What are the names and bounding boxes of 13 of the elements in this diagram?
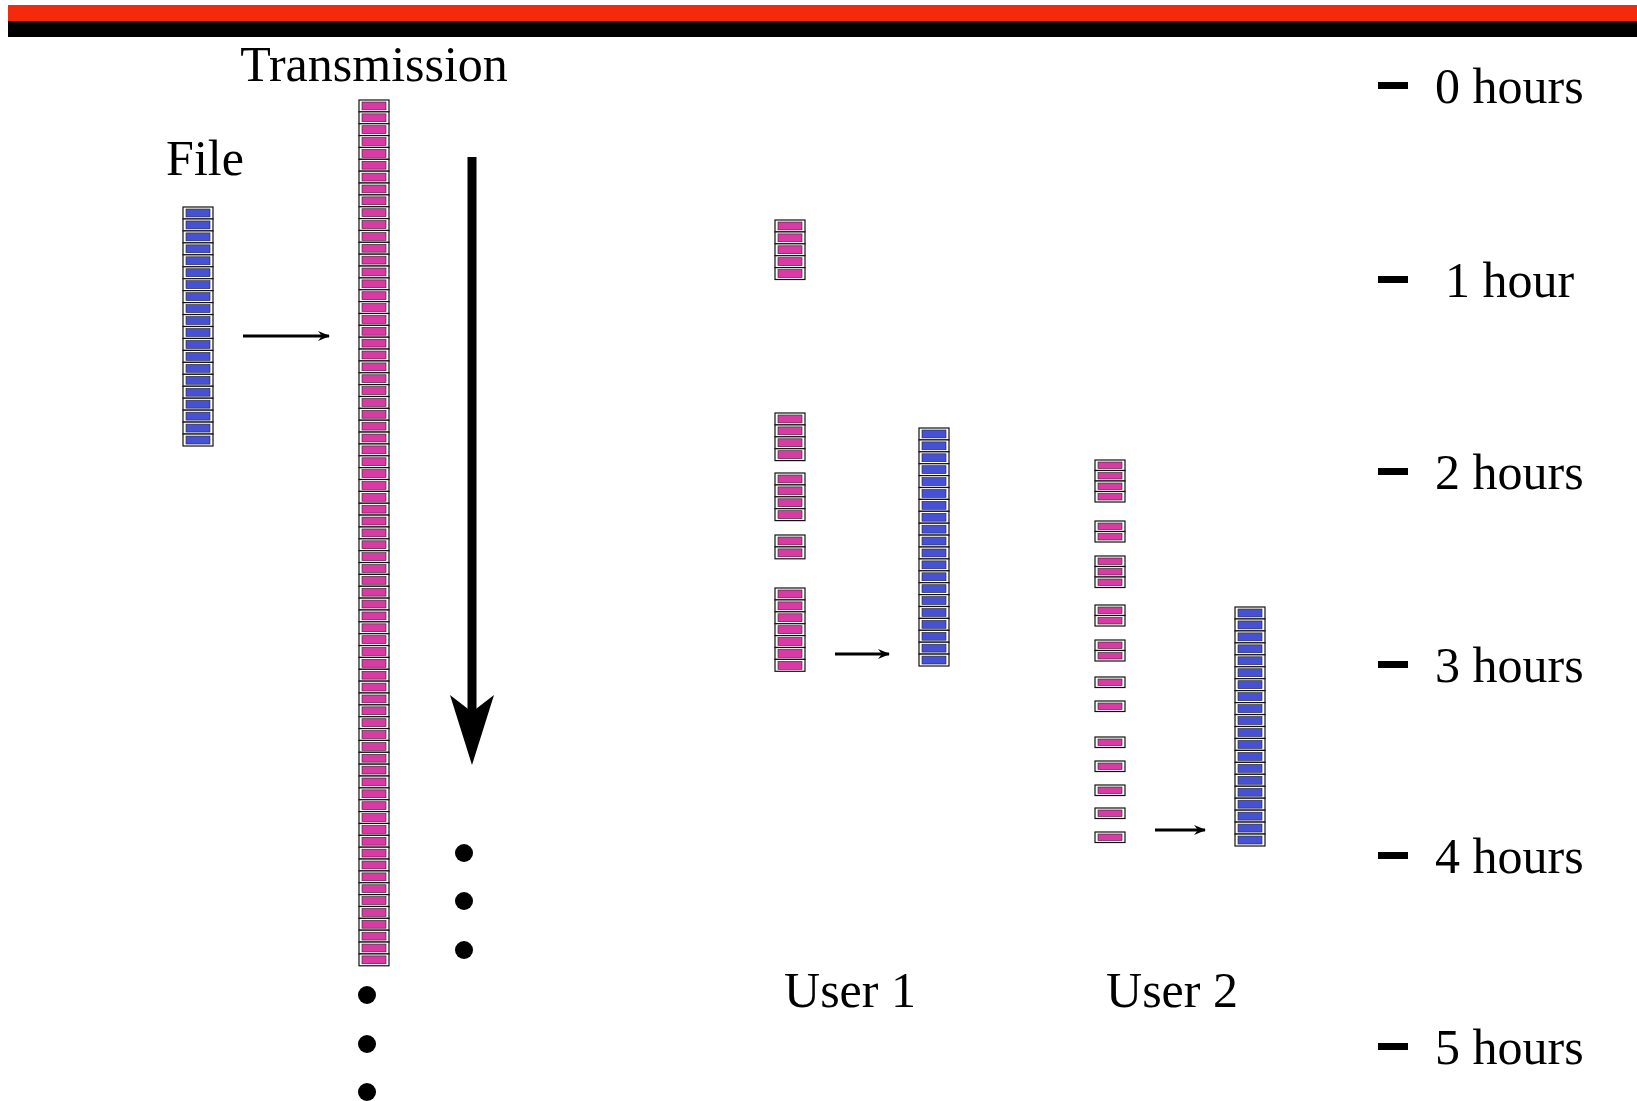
time-label: 0 hours xyxy=(1435,58,1585,114)
time-label: 2 hours xyxy=(1435,444,1585,500)
time-label: 1 hour xyxy=(1445,252,1576,308)
time-label: 4 hours xyxy=(1435,828,1585,884)
user-label: User 2 xyxy=(1105,962,1239,1018)
arrow xyxy=(1155,825,1206,835)
arrow xyxy=(835,649,890,659)
time-label: 5 hours xyxy=(1435,1019,1585,1075)
column-heading: Transmission xyxy=(239,36,509,92)
column-heading: File xyxy=(165,130,245,186)
arrow xyxy=(243,331,330,341)
time-label: 3 hours xyxy=(1435,637,1585,693)
user-label: User 1 xyxy=(783,962,917,1018)
